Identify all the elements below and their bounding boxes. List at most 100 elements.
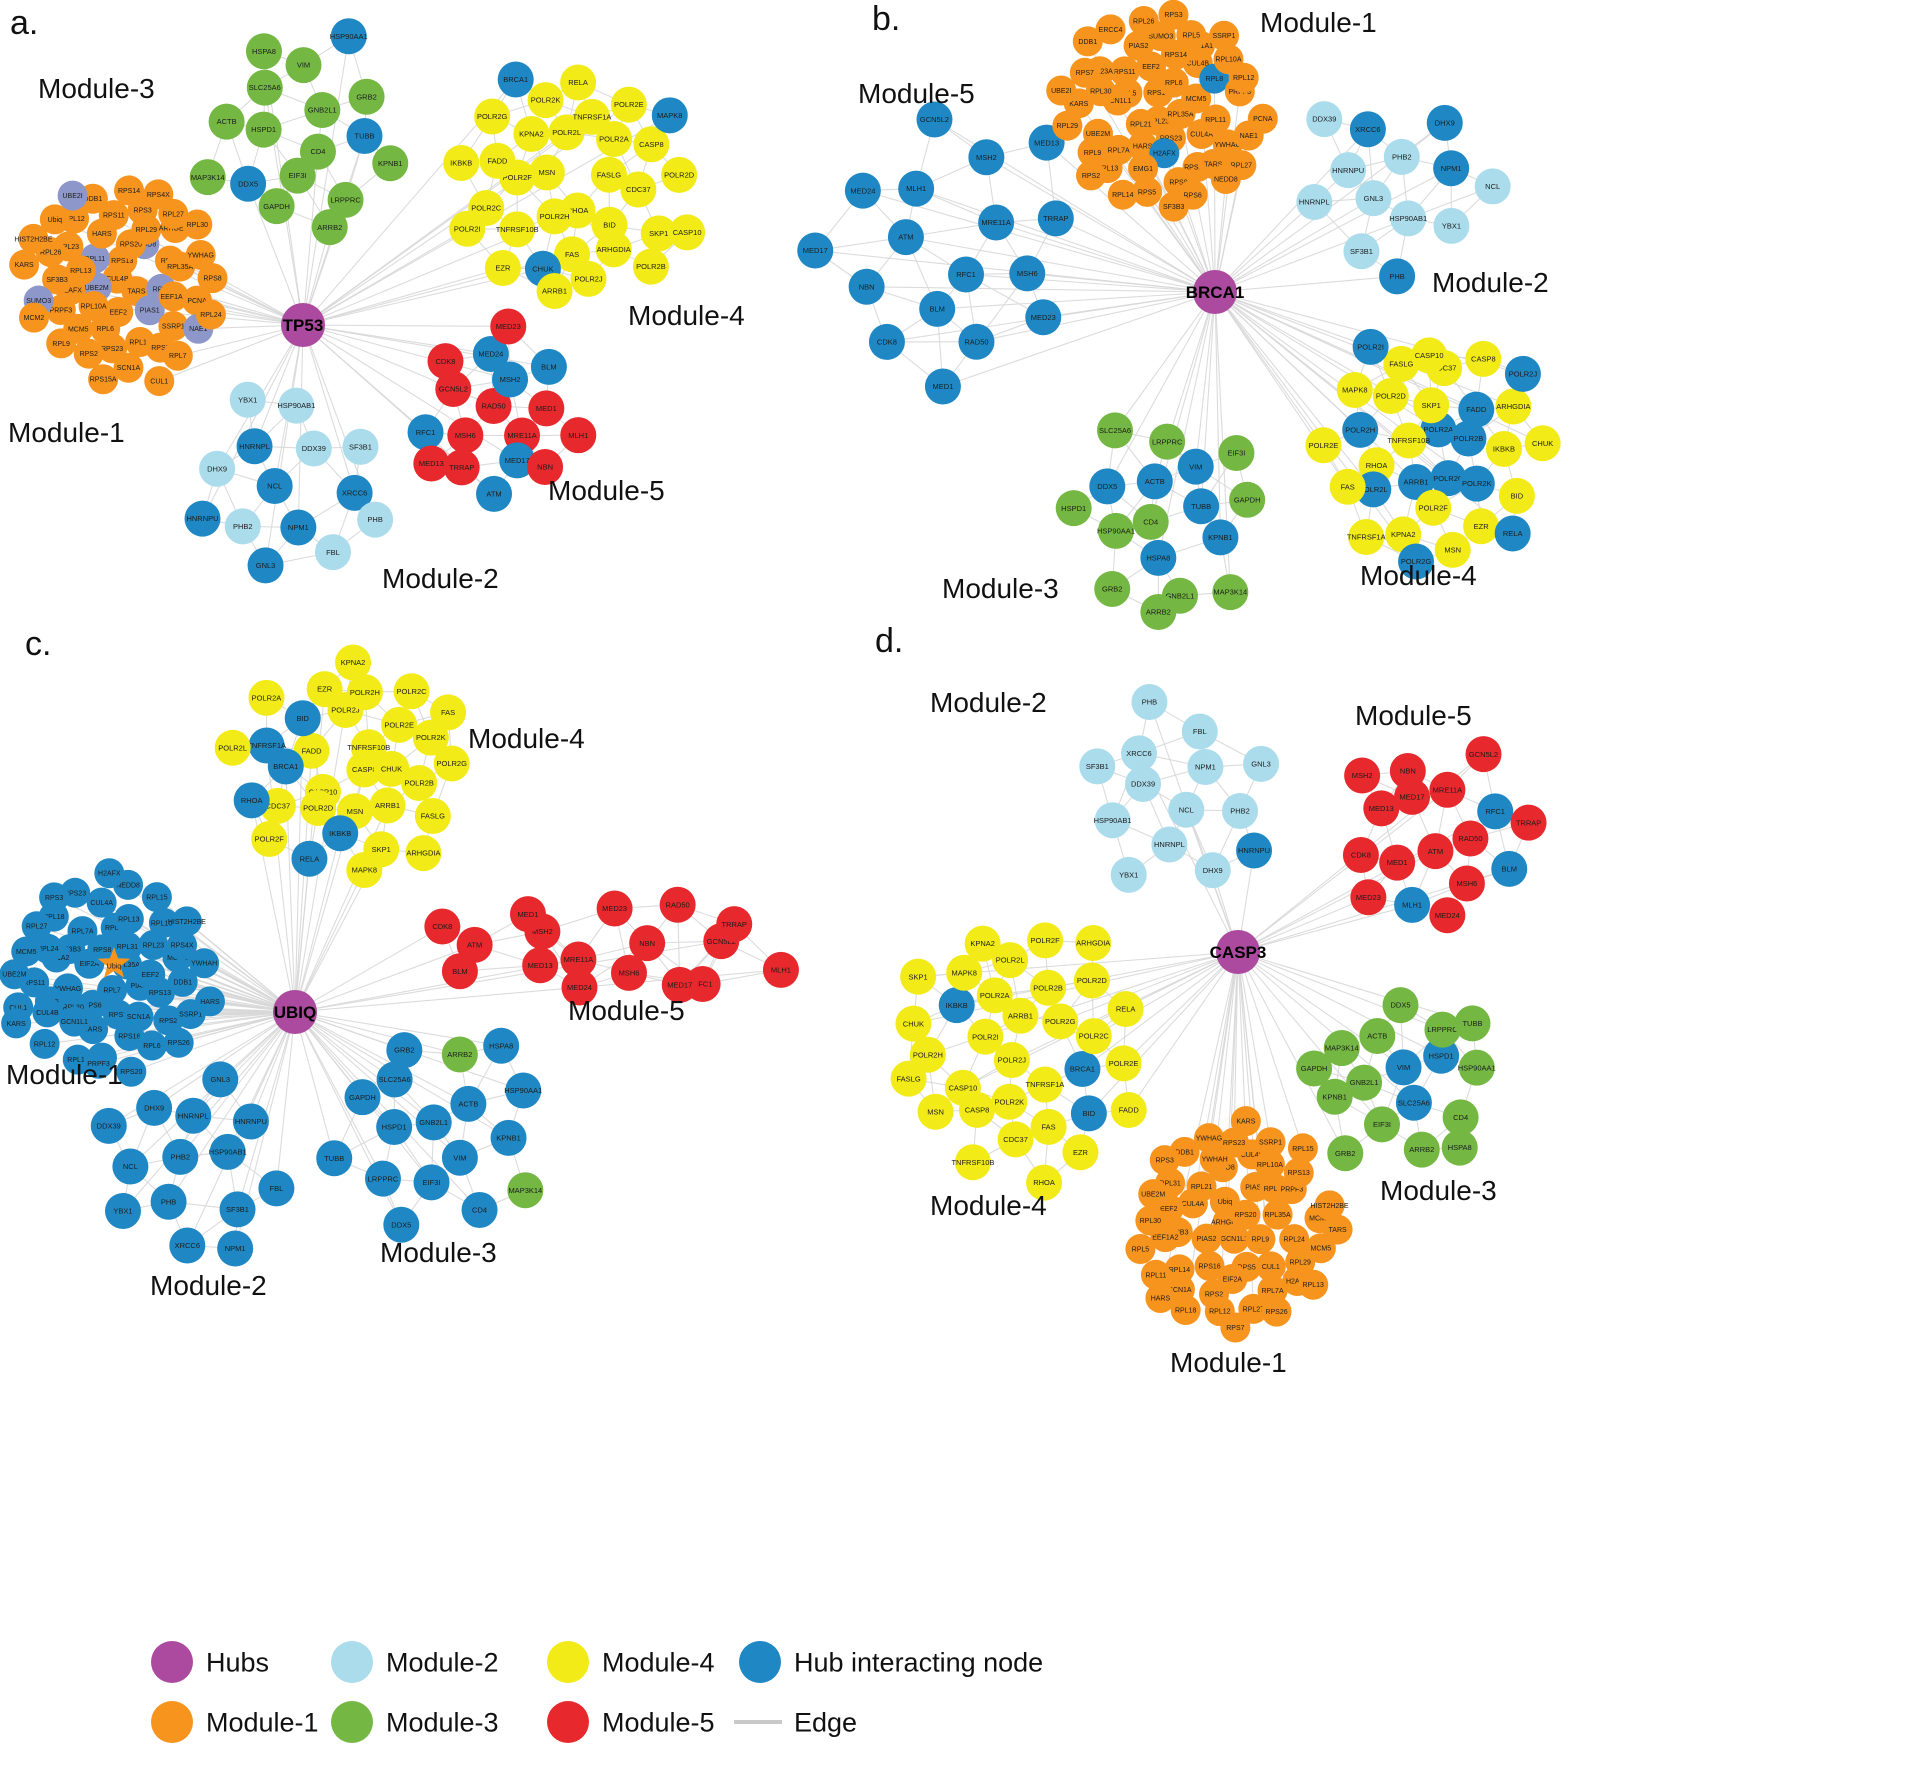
node-label-MCM5: MCM5 bbox=[68, 326, 89, 333]
node-GAPDH bbox=[1296, 1050, 1333, 1087]
node-KPNB1 bbox=[490, 1119, 527, 1156]
hub-UBIQ bbox=[273, 990, 317, 1034]
legend-label-module-3: Module-3 bbox=[386, 1707, 499, 1737]
node-label-PHB: PHB bbox=[1389, 272, 1404, 281]
node-label-POLR2E: POLR2E bbox=[1109, 1059, 1139, 1068]
node-HSPA8 bbox=[483, 1027, 520, 1064]
node-label-GCN5L2: GCN5L2 bbox=[920, 115, 949, 124]
node-label-RPL23: RPL23 bbox=[143, 942, 165, 949]
node-label-CUL4A: CUL4A bbox=[1190, 131, 1213, 138]
node-label-SCN1A: SCN1A bbox=[127, 1014, 151, 1021]
node-RPL26 bbox=[1128, 6, 1159, 37]
module-label-c-Module-1: Module-1 bbox=[6, 1059, 123, 1090]
node-HSPD1 bbox=[245, 111, 282, 148]
hub-edge bbox=[247, 183, 304, 326]
hub-edge bbox=[159, 324, 304, 382]
node-RPL13 bbox=[1298, 1269, 1329, 1300]
node-ARHGDIA bbox=[1495, 388, 1532, 425]
node-GRB2 bbox=[1094, 570, 1131, 607]
node-HSPA8 bbox=[245, 33, 282, 70]
node-MAP3K14 bbox=[507, 1172, 544, 1209]
node-NBN bbox=[527, 449, 564, 486]
node-CD4 bbox=[1442, 1099, 1479, 1136]
node-UBE2M bbox=[0, 959, 30, 990]
node-GCN1L1 bbox=[1219, 1223, 1250, 1254]
node-label-MAPK8: MAPK8 bbox=[951, 968, 976, 977]
node-DDX39 bbox=[90, 1107, 127, 1144]
node-CASP8 bbox=[1465, 340, 1502, 377]
node-label-Ubiq: Ubiq bbox=[48, 217, 63, 224]
node-label-MRE11A: MRE11A bbox=[1433, 785, 1462, 794]
node-label-RPS2: RPS2 bbox=[1205, 1292, 1223, 1299]
node-label-GAPDH: GAPDH bbox=[263, 202, 290, 211]
node-BRCA1 bbox=[497, 61, 534, 98]
node-label-EIF3I: EIF3I bbox=[289, 171, 307, 180]
node-POLR2H bbox=[1342, 411, 1379, 448]
hub-edge bbox=[1046, 142, 1216, 293]
node-RPL24 bbox=[1279, 1224, 1310, 1255]
node-label-POLR2H: POLR2H bbox=[540, 212, 570, 221]
hub-label-UBIQ: UBIQ bbox=[274, 1003, 317, 1022]
node-BID bbox=[1070, 1095, 1107, 1132]
node-POLR2K bbox=[991, 1083, 1028, 1120]
node-label-RPS14: RPS14 bbox=[118, 188, 140, 195]
node-MRE11A bbox=[978, 204, 1015, 241]
node-MSN bbox=[528, 154, 565, 191]
hub-edge bbox=[986, 156, 1216, 293]
node-RPL6 bbox=[1158, 67, 1189, 98]
node-POLR2C bbox=[1430, 460, 1467, 497]
node-label-SSRP1: SSRP1 bbox=[1213, 33, 1236, 40]
node-CDK8 bbox=[868, 323, 905, 360]
node-label-CASP10: CASP10 bbox=[673, 228, 702, 237]
node-FADD bbox=[293, 732, 330, 769]
hub-edge bbox=[302, 267, 504, 326]
node-MCM5 bbox=[1181, 83, 1212, 114]
node-TRRAP bbox=[1037, 200, 1074, 237]
node-label-SLC25A6: SLC25A6 bbox=[379, 1075, 411, 1084]
node-label-HARS: HARS bbox=[1151, 1295, 1171, 1302]
node-label-PIAS2: PIAS2 bbox=[1197, 1236, 1217, 1243]
node-label-KARS: KARS bbox=[1069, 101, 1088, 108]
node-label-DDX5: DDX5 bbox=[1390, 1001, 1410, 1010]
node-label-RPS20: RPS20 bbox=[120, 1069, 142, 1076]
node-HNRNPU bbox=[1236, 832, 1273, 869]
node-label-GCN5L2: GCN5L2 bbox=[707, 937, 736, 946]
node-label-RPS7: RPS7 bbox=[151, 345, 169, 352]
node-MED17 bbox=[661, 966, 698, 1003]
node-label-MCM5: MCM5 bbox=[1311, 1246, 1332, 1253]
node-TNFRSF1A bbox=[1026, 1066, 1063, 1103]
node-KARS bbox=[1230, 1106, 1261, 1137]
node-label-RAD50: RAD50 bbox=[481, 402, 505, 411]
node-label-ARRB1: ARRB1 bbox=[542, 287, 567, 296]
node-RPL7A bbox=[67, 916, 98, 947]
node-label-RPL10A: RPL10A bbox=[1257, 1162, 1283, 1169]
node-label-BRCA1: BRCA1 bbox=[503, 75, 528, 84]
node-TUBB bbox=[1454, 1005, 1491, 1042]
node-label-MSH2: MSH2 bbox=[532, 927, 553, 936]
node-EEF1A1 bbox=[158, 281, 189, 312]
node-RAD50 bbox=[659, 886, 696, 923]
node-label-RPL23: RPL23 bbox=[58, 244, 80, 251]
node-label-CDC37: CDC37 bbox=[1003, 1135, 1028, 1144]
node-CHUK bbox=[373, 750, 410, 787]
node-label-GCN5L2: GCN5L2 bbox=[1469, 750, 1498, 759]
node-RPL18 bbox=[1170, 1294, 1201, 1325]
node-label-H2AFX: H2AFX bbox=[98, 871, 121, 878]
node-label-RPS13: RPS13 bbox=[111, 258, 133, 265]
node-MAPK8 bbox=[651, 97, 688, 134]
node-label-GNB2L1: GNB2L1 bbox=[419, 1118, 448, 1127]
node-HIST2H2BE bbox=[1314, 1190, 1345, 1221]
node-MSN bbox=[917, 1093, 954, 1130]
node-ARRB2 bbox=[311, 209, 348, 246]
node-TUBB bbox=[316, 1140, 353, 1177]
node-label-RPL5: RPL5 bbox=[1132, 1246, 1150, 1253]
node-label-RPL7A: RPL7A bbox=[1261, 1288, 1284, 1295]
node-POLR2J bbox=[993, 1042, 1030, 1079]
node-label-UBE2I: UBE2I bbox=[1051, 88, 1071, 95]
node-label-RPL35A: RPL35A bbox=[114, 962, 140, 969]
node-GNL3 bbox=[202, 1061, 239, 1098]
node-label-RPS14: RPS14 bbox=[1165, 52, 1187, 59]
node-TARS bbox=[1322, 1214, 1353, 1245]
